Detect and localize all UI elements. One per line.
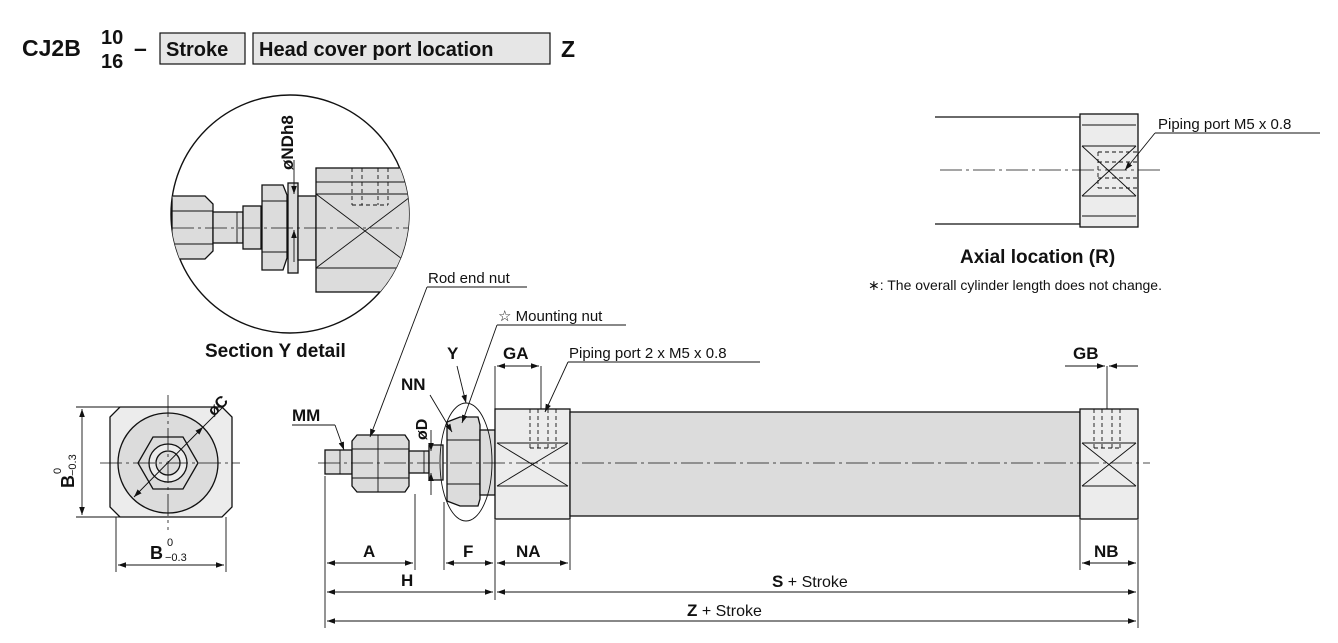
main-cylinder-view: Rod end nut ☆ Mounting nut Piping port 2… — [292, 270, 1150, 628]
b-tol-lower-bottom: −0.3 — [165, 552, 187, 564]
model-dash: – — [134, 35, 147, 61]
axial-location-note: ∗: The overall cylinder length does not … — [868, 277, 1162, 293]
b-tol-upper-bottom: 0 — [167, 537, 173, 549]
z-plus-stroke: + Stroke — [697, 603, 762, 620]
mounting-nut-label: ☆ Mounting nut — [498, 308, 603, 325]
ga-label: GA — [503, 344, 529, 363]
model-prefix: CJ2B — [22, 35, 81, 61]
h-label: H — [401, 571, 413, 590]
mm-label: MM — [292, 406, 320, 425]
port-location-box — [252, 32, 551, 65]
bore-size-10: 10 — [101, 27, 123, 49]
nb-label: NB — [1094, 542, 1119, 561]
phi-d-label: øD — [414, 419, 431, 440]
a-label: A — [363, 542, 375, 561]
s-plus-stroke: + Stroke — [783, 574, 848, 591]
b-dimension-left: B — [58, 475, 78, 488]
f-label: F — [463, 542, 473, 561]
z-label: Z — [687, 601, 697, 620]
end-view: øC B 0 −0.3 B 0 −0.3 — [52, 392, 240, 572]
port-location-box-label: Head cover port location — [259, 39, 494, 61]
z-stroke-label: Z + Stroke — [687, 601, 762, 620]
axial-location-caption: Axial location (R) — [960, 247, 1115, 268]
b-tol-lower-left: −0.3 — [67, 454, 79, 476]
section-y-detail-caption: Section Y detail — [205, 341, 346, 362]
nd-h8-label: øNDh8 — [278, 115, 297, 170]
bore-size-16: 16 — [101, 51, 123, 73]
stroke-box — [159, 32, 246, 65]
axial-location-view: Piping port M5 x 0.8 Axial location (R) … — [868, 113, 1320, 293]
na-label: NA — [516, 542, 541, 561]
section-y-detail: øNDh8 Section Y detail — [170, 94, 410, 362]
y-label: Y — [447, 344, 459, 363]
s-label: S — [772, 572, 783, 591]
b-dimension-bottom: B — [150, 543, 163, 563]
gb-label: GB — [1073, 344, 1099, 363]
rod-end-nut-label: Rod end nut — [428, 270, 511, 287]
model-suffix: Z — [561, 36, 575, 62]
s-stroke-label: S + Stroke — [772, 572, 848, 591]
b-tol-upper-left: 0 — [52, 468, 64, 474]
model-code: CJ2B 10 16 – Stroke Head cover port loca… — [22, 27, 575, 73]
nn-label: NN — [401, 375, 426, 394]
piping-port-axial-label: Piping port M5 x 0.8 — [1158, 116, 1291, 133]
piping-port-main-label: Piping port 2 x M5 x 0.8 — [569, 345, 727, 362]
stroke-box-label: Stroke — [166, 39, 228, 61]
